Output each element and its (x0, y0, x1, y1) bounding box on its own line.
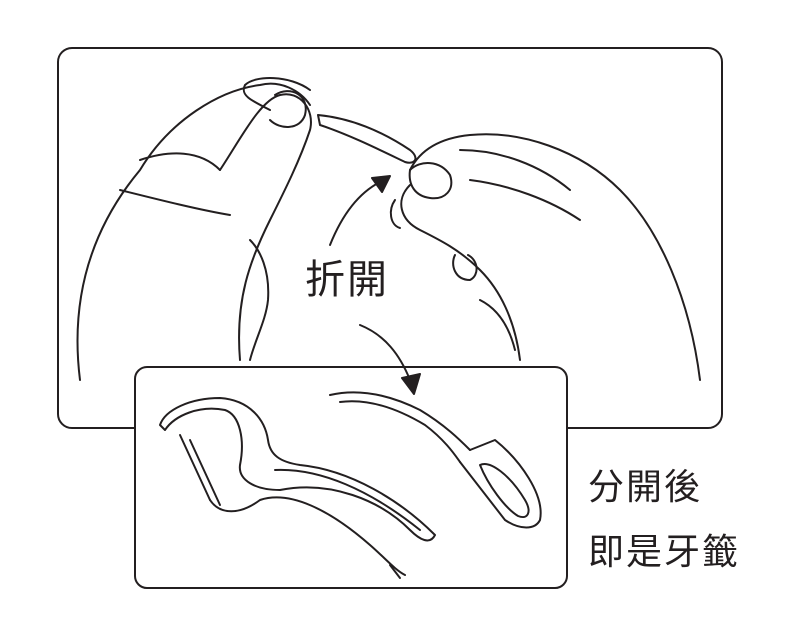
after-separation-label: 分開後 (588, 467, 703, 508)
floss-pick-drawing (159, 397, 436, 579)
break-arrow (329, 175, 391, 246)
becomes-toothpick-label: 即是牙籤 (588, 532, 741, 573)
toothpick-drawing (329, 391, 542, 529)
hands-drawing (76, 77, 701, 381)
separate-arrow (359, 324, 421, 395)
break-open-label: 折開 (305, 257, 389, 303)
